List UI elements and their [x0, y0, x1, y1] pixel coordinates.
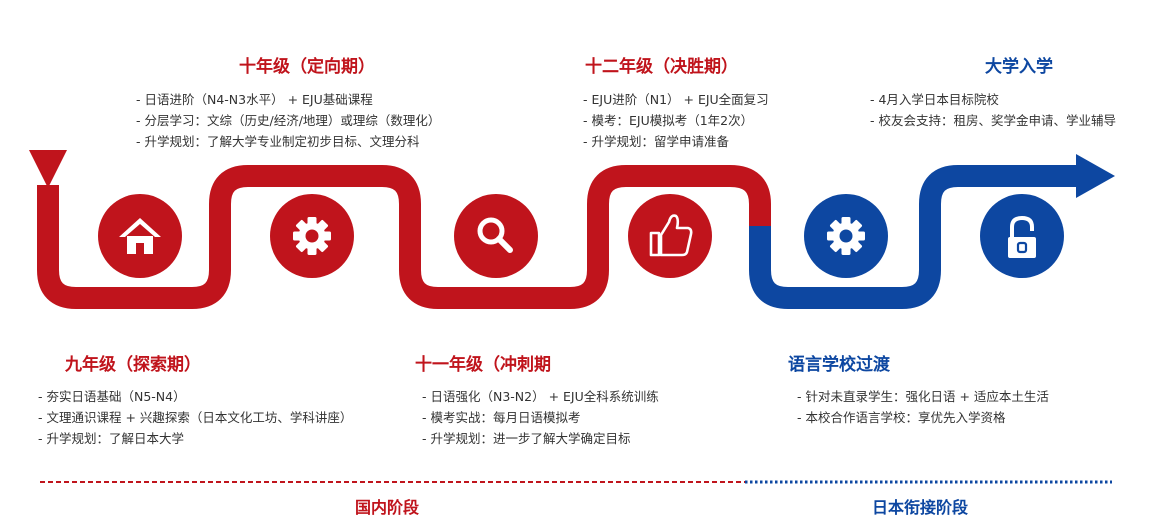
grade12-title: 十二年级（决胜期） — [585, 57, 738, 77]
university-title: 大学入学 — [985, 57, 1053, 77]
list-item: - 校友会支持：租房、奖学金申请、学业辅导 — [870, 113, 1116, 128]
lock-icon — [1008, 215, 1036, 258]
list-item: - 升学规划：了解日本大学 — [38, 431, 184, 446]
list-item: - 模考：EJU模拟考（1年2次） — [583, 113, 754, 128]
grade10-list: - 日语进阶（N4-N3水平） + EJU基础课程 - 分层学习：文综（历史/经… — [136, 89, 440, 152]
step-circle-3 — [454, 194, 538, 278]
grade9-title: 九年级（探索期） — [65, 355, 201, 375]
blue-path — [749, 165, 1080, 309]
list-item: - 升学规划：留学申请准备 — [583, 134, 729, 149]
list-item: - 夯实日语基础（N5-N4） — [38, 389, 186, 404]
list-item: - 日语进阶（N4-N3水平） + EJU基础课程 — [136, 92, 373, 107]
japan-stage-label: 日本衔接阶段 — [872, 498, 969, 517]
search-icon — [477, 217, 513, 253]
list-item: - 4月入学日本目标院校 — [870, 92, 999, 107]
step-circle-6 — [980, 194, 1064, 278]
grade11-title: 十一年级（冲刺期 — [415, 355, 551, 375]
list-item: - 模考实战：每月日语模拟考 — [422, 410, 581, 425]
list-item: - 升学规划：进一步了解大学确定目标 — [422, 431, 631, 446]
list-item: - 本校合作语言学校：享优先入学资格 — [797, 410, 1006, 425]
language-school-title: 语言学校过渡 — [788, 355, 890, 375]
list-item: - 日语强化（N3-N2） + EJU全科系统训练 — [422, 389, 659, 404]
start-arrowhead — [29, 150, 67, 188]
end-arrowhead — [1076, 154, 1115, 198]
grade11-list: - 日语强化（N3-N2） + EJU全科系统训练 - 模考实战：每月日语模拟考… — [422, 386, 659, 449]
university-list: - 4月入学日本目标院校 - 校友会支持：租房、奖学金申请、学业辅导 — [870, 89, 1116, 131]
gear-icon — [293, 217, 331, 255]
step-circle-4 — [628, 194, 712, 278]
list-item: - 升学规划：了解大学专业制定初步目标、文理分科 — [136, 134, 420, 149]
grade10-title: 十年级（定向期） — [239, 57, 375, 77]
list-item: - 分层学习：文综（历史/经济/地理）或理综（数理化） — [136, 113, 441, 128]
home-icon — [119, 218, 161, 254]
red-path — [37, 165, 771, 309]
list-item: - 针对未直录学生：强化日语 + 适应本土生活 — [797, 389, 1049, 404]
grade9-list: - 夯实日语基础（N5-N4） - 文理通识课程 + 兴趣探索（日本文化工坊、学… — [38, 386, 352, 449]
language-school-list: - 针对未直录学生：强化日语 + 适应本土生活 - 本校合作语言学校：享优先入学… — [797, 386, 1049, 428]
thumbs-up-icon — [649, 214, 693, 257]
list-item: - 文理通识课程 + 兴趣探索（日本文化工坊、学科讲座） — [38, 410, 353, 425]
domestic-stage-label: 国内阶段 — [355, 498, 420, 517]
grade12-list: - EJU进阶（N1） + EJU全面复习 - 模考：EJU模拟考（1年2次） … — [583, 89, 769, 152]
list-item: - EJU进阶（N1） + EJU全面复习 — [583, 92, 769, 107]
gear-icon — [827, 217, 865, 255]
